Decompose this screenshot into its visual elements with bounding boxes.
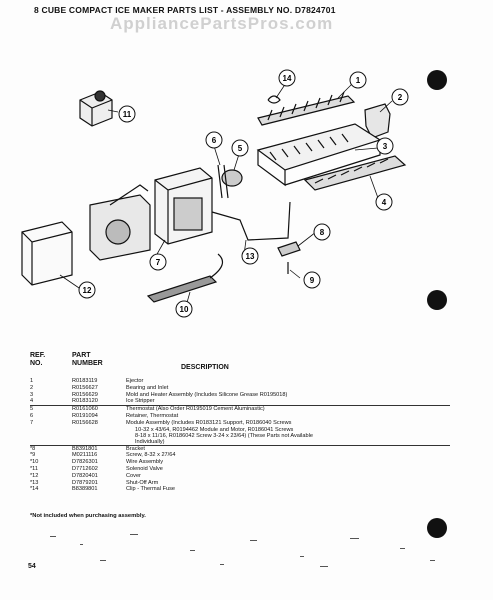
svg-text:3: 3 — [383, 142, 388, 151]
svg-text:10: 10 — [180, 305, 189, 314]
shut-off-arm-drawing — [211, 201, 291, 241]
callout-5: 5 — [231, 139, 249, 157]
callout-10: 10 — [175, 300, 193, 318]
thermostat-drawing — [221, 169, 243, 187]
column-header-part-number: PART NUMBER — [72, 352, 103, 367]
page-number: 54 — [28, 563, 36, 570]
footnote: *Not included when purchasing assembly. — [30, 513, 146, 519]
callout-13: 13 — [241, 247, 259, 265]
retainer-drawing — [217, 164, 229, 199]
svg-text:2: 2 — [398, 93, 403, 102]
svg-text:1: 1 — [356, 76, 361, 85]
svg-text:11: 11 — [123, 110, 132, 119]
callout-6: 6 — [205, 131, 223, 149]
callout-1: 1 — [349, 71, 367, 89]
svg-text:14: 14 — [283, 74, 292, 83]
svg-text:13: 13 — [246, 252, 255, 261]
callout-2: 2 — [391, 88, 409, 106]
ice-stripper-drawing — [303, 155, 407, 191]
callout-markers: 1 2 3 4 5 6 7 8 9 10 11 12 13 14 — [78, 69, 409, 318]
callout-4: 4 — [375, 193, 393, 211]
column-header-ref: REF. NO. — [30, 352, 46, 367]
svg-text:4: 4 — [382, 198, 387, 207]
callout-14: 14 — [278, 69, 296, 87]
svg-text:5: 5 — [238, 144, 243, 153]
svg-text:7: 7 — [156, 258, 161, 267]
callout-3: 3 — [376, 137, 394, 155]
cover-drawing — [21, 221, 73, 286]
scan-noise — [50, 534, 435, 567]
table-row-continued: 10-32 x 43/64, R0194462 Module and Motor… — [135, 426, 294, 433]
exploded-parts-diagram: 1 2 3 4 5 6 7 8 9 10 11 12 13 14 — [21, 69, 409, 318]
callout-8: 8 — [313, 223, 331, 241]
binder-hole-middle — [427, 290, 447, 310]
watermark: AppliancePartsPros.com — [110, 14, 334, 33]
callout-7: 7 — [149, 253, 167, 271]
table-row-continued: 8-18 x 11/16, R0186042 Screw 3-24 x 23/6… — [135, 432, 313, 439]
svg-text:6: 6 — [212, 136, 217, 145]
callout-11: 11 — [118, 105, 136, 123]
wire-assembly-drawing — [146, 253, 224, 303]
page-title: 8 CUBE COMPACT ICE MAKER PARTS LIST - AS… — [34, 5, 336, 15]
binder-hole-top — [427, 70, 447, 90]
bearing-inlet-drawing — [364, 103, 391, 139]
callout-9: 9 — [303, 271, 321, 289]
solenoid-valve-drawing — [79, 90, 113, 127]
column-header-description: DESCRIPTION — [181, 364, 229, 371]
binder-hole-bottom — [427, 518, 447, 538]
callout-12: 12 — [78, 281, 96, 299]
module-housing-drawing — [89, 167, 213, 261]
clip-drawing — [267, 95, 281, 104]
svg-text:9: 9 — [310, 276, 315, 285]
bracket-drawing — [277, 241, 301, 257]
ejector-drawing — [257, 91, 356, 126]
svg-text:12: 12 — [83, 286, 92, 295]
svg-text:8: 8 — [320, 228, 325, 237]
table-row-continued: Individually) — [30, 439, 450, 446]
